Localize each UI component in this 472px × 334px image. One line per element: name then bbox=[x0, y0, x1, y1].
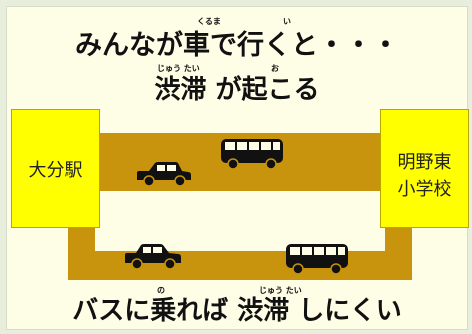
bus-icon bbox=[221, 139, 283, 170]
heading-line-2: 渋滞 が起こる bbox=[7, 77, 467, 103]
ruby-i: い bbox=[283, 17, 291, 26]
lower-road bbox=[68, 251, 412, 280]
destination-label-line-1: 明野東 bbox=[397, 152, 452, 173]
origin-label: 大分駅 bbox=[28, 159, 83, 181]
heading-line-1: みんなが車で行くと・・・ bbox=[7, 32, 467, 59]
heading-line-2-text: 渋滞 が起こる bbox=[154, 75, 320, 105]
heading-line-3: バスに乗れば 渋滞 しにくい bbox=[7, 298, 467, 324]
heading-line-1-text: みんなが車で行くと・・・ bbox=[75, 30, 399, 61]
ruby-juutai-bottom: じゅう たい bbox=[259, 286, 302, 295]
bus-icon bbox=[286, 244, 348, 275]
car-icon bbox=[137, 162, 191, 187]
ruby-o: お bbox=[271, 64, 279, 73]
car-icon bbox=[125, 244, 181, 270]
heading-line-3-text: バスに乗れば 渋滞 しにくい bbox=[72, 296, 402, 326]
destination-label-line-2: 小学校 bbox=[397, 179, 452, 200]
ruby-kuruma: くるま bbox=[197, 17, 221, 26]
ruby-juutai-top: じゅう たい bbox=[157, 64, 200, 73]
destination-school-box: 明野東 小学校 bbox=[380, 109, 469, 228]
slide-panel: みんなが車で行くと・・・ くるま い 渋滞 が起こる じゅう たい お 大分駅 … bbox=[6, 6, 469, 330]
origin-station-box: 大分駅 bbox=[11, 109, 100, 228]
ruby-no: の bbox=[157, 286, 165, 295]
